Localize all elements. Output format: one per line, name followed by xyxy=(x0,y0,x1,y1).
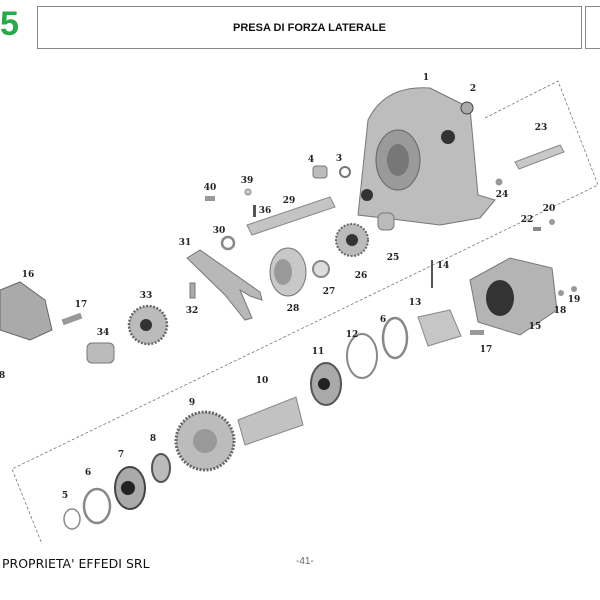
callout-label: 10 xyxy=(256,376,269,386)
callout-label: 20 xyxy=(543,204,556,214)
callout-label: 24 xyxy=(496,190,509,200)
part-29 xyxy=(246,196,336,236)
part-6a xyxy=(381,316,409,360)
part-39 xyxy=(244,188,252,196)
part-8b xyxy=(151,453,171,483)
part-18 xyxy=(558,290,564,296)
part-40 xyxy=(205,196,215,201)
part-14 xyxy=(431,260,433,288)
part-27 xyxy=(312,260,330,278)
callout-label: 8 xyxy=(0,371,5,381)
part-34 xyxy=(86,342,115,364)
part-20 xyxy=(549,219,555,225)
part-3 xyxy=(339,166,351,178)
page-title-box: PRESA DI FORZA LATERALE xyxy=(37,6,582,49)
part-17b xyxy=(470,330,484,335)
callout-label: 13 xyxy=(409,298,422,308)
callout-label: 31 xyxy=(179,238,192,248)
callout-label: 17 xyxy=(75,300,88,310)
part-housing xyxy=(357,87,496,226)
part-23 xyxy=(514,144,565,170)
part-19 xyxy=(571,286,577,292)
callout-label: 6 xyxy=(85,468,91,478)
part-17a xyxy=(61,312,83,326)
callout-label: 14 xyxy=(437,261,450,271)
callout-label: 39 xyxy=(241,176,254,186)
callout-label: 16 xyxy=(22,270,35,280)
page-number: -41- xyxy=(296,556,314,567)
callout-label: 36 xyxy=(259,206,272,216)
owner-text: PROPRIETA' EFFEDI SRL xyxy=(2,556,150,571)
callout-label: 27 xyxy=(323,287,336,297)
callout-label: 19 xyxy=(568,295,581,305)
part-10 xyxy=(237,396,304,446)
callout-label: 5 xyxy=(62,491,68,501)
callout-label: 34 xyxy=(97,328,110,338)
callout-label: 3 xyxy=(336,154,342,164)
callout-label: 7 xyxy=(118,450,124,460)
callout-label: 1 xyxy=(423,73,429,83)
callout-label: 9 xyxy=(189,398,195,408)
part-24 xyxy=(495,178,503,186)
callout-label: 22 xyxy=(521,215,534,225)
page-title: PRESA DI FORZA LATERALE xyxy=(233,21,386,34)
part-6b xyxy=(82,487,112,525)
part-2 xyxy=(460,101,474,115)
side-box xyxy=(585,6,600,49)
part-labels: 1 2 23 24 4 3 39 40 36 29 30 22 20 31 25… xyxy=(0,73,580,501)
callout-label: 23 xyxy=(535,123,548,133)
part-16 xyxy=(0,281,53,341)
callout-label: 26 xyxy=(355,271,368,281)
part-25 xyxy=(377,212,395,231)
callout-label: 25 xyxy=(387,253,400,263)
callout-label: 33 xyxy=(140,291,153,301)
callout-label: 4 xyxy=(308,155,314,165)
part-31 xyxy=(186,249,263,321)
section-number: 5 xyxy=(0,5,19,43)
part-4 xyxy=(312,165,328,179)
callout-label: 15 xyxy=(529,322,542,332)
part-5 xyxy=(63,508,81,530)
callout-label: 2 xyxy=(470,84,476,94)
callout-label: 32 xyxy=(186,306,199,316)
part-22 xyxy=(533,227,541,231)
part-12 xyxy=(346,333,378,379)
callout-label: 11 xyxy=(312,347,325,357)
callout-label: 30 xyxy=(213,226,226,236)
callout-label: 12 xyxy=(346,330,359,340)
callout-label: 40 xyxy=(204,183,217,193)
part-30 xyxy=(220,235,236,251)
callout-label: 18 xyxy=(554,306,567,316)
part-32 xyxy=(189,282,196,299)
callout-label: 29 xyxy=(283,196,296,206)
callout-label: 8 xyxy=(150,434,156,444)
part-13 xyxy=(417,309,462,347)
callout-label: 17 xyxy=(480,345,493,355)
callout-label: 28 xyxy=(287,304,300,314)
part-36 xyxy=(253,205,256,217)
callout-label: 6 xyxy=(380,315,386,325)
dashed-group-outline xyxy=(11,80,599,545)
